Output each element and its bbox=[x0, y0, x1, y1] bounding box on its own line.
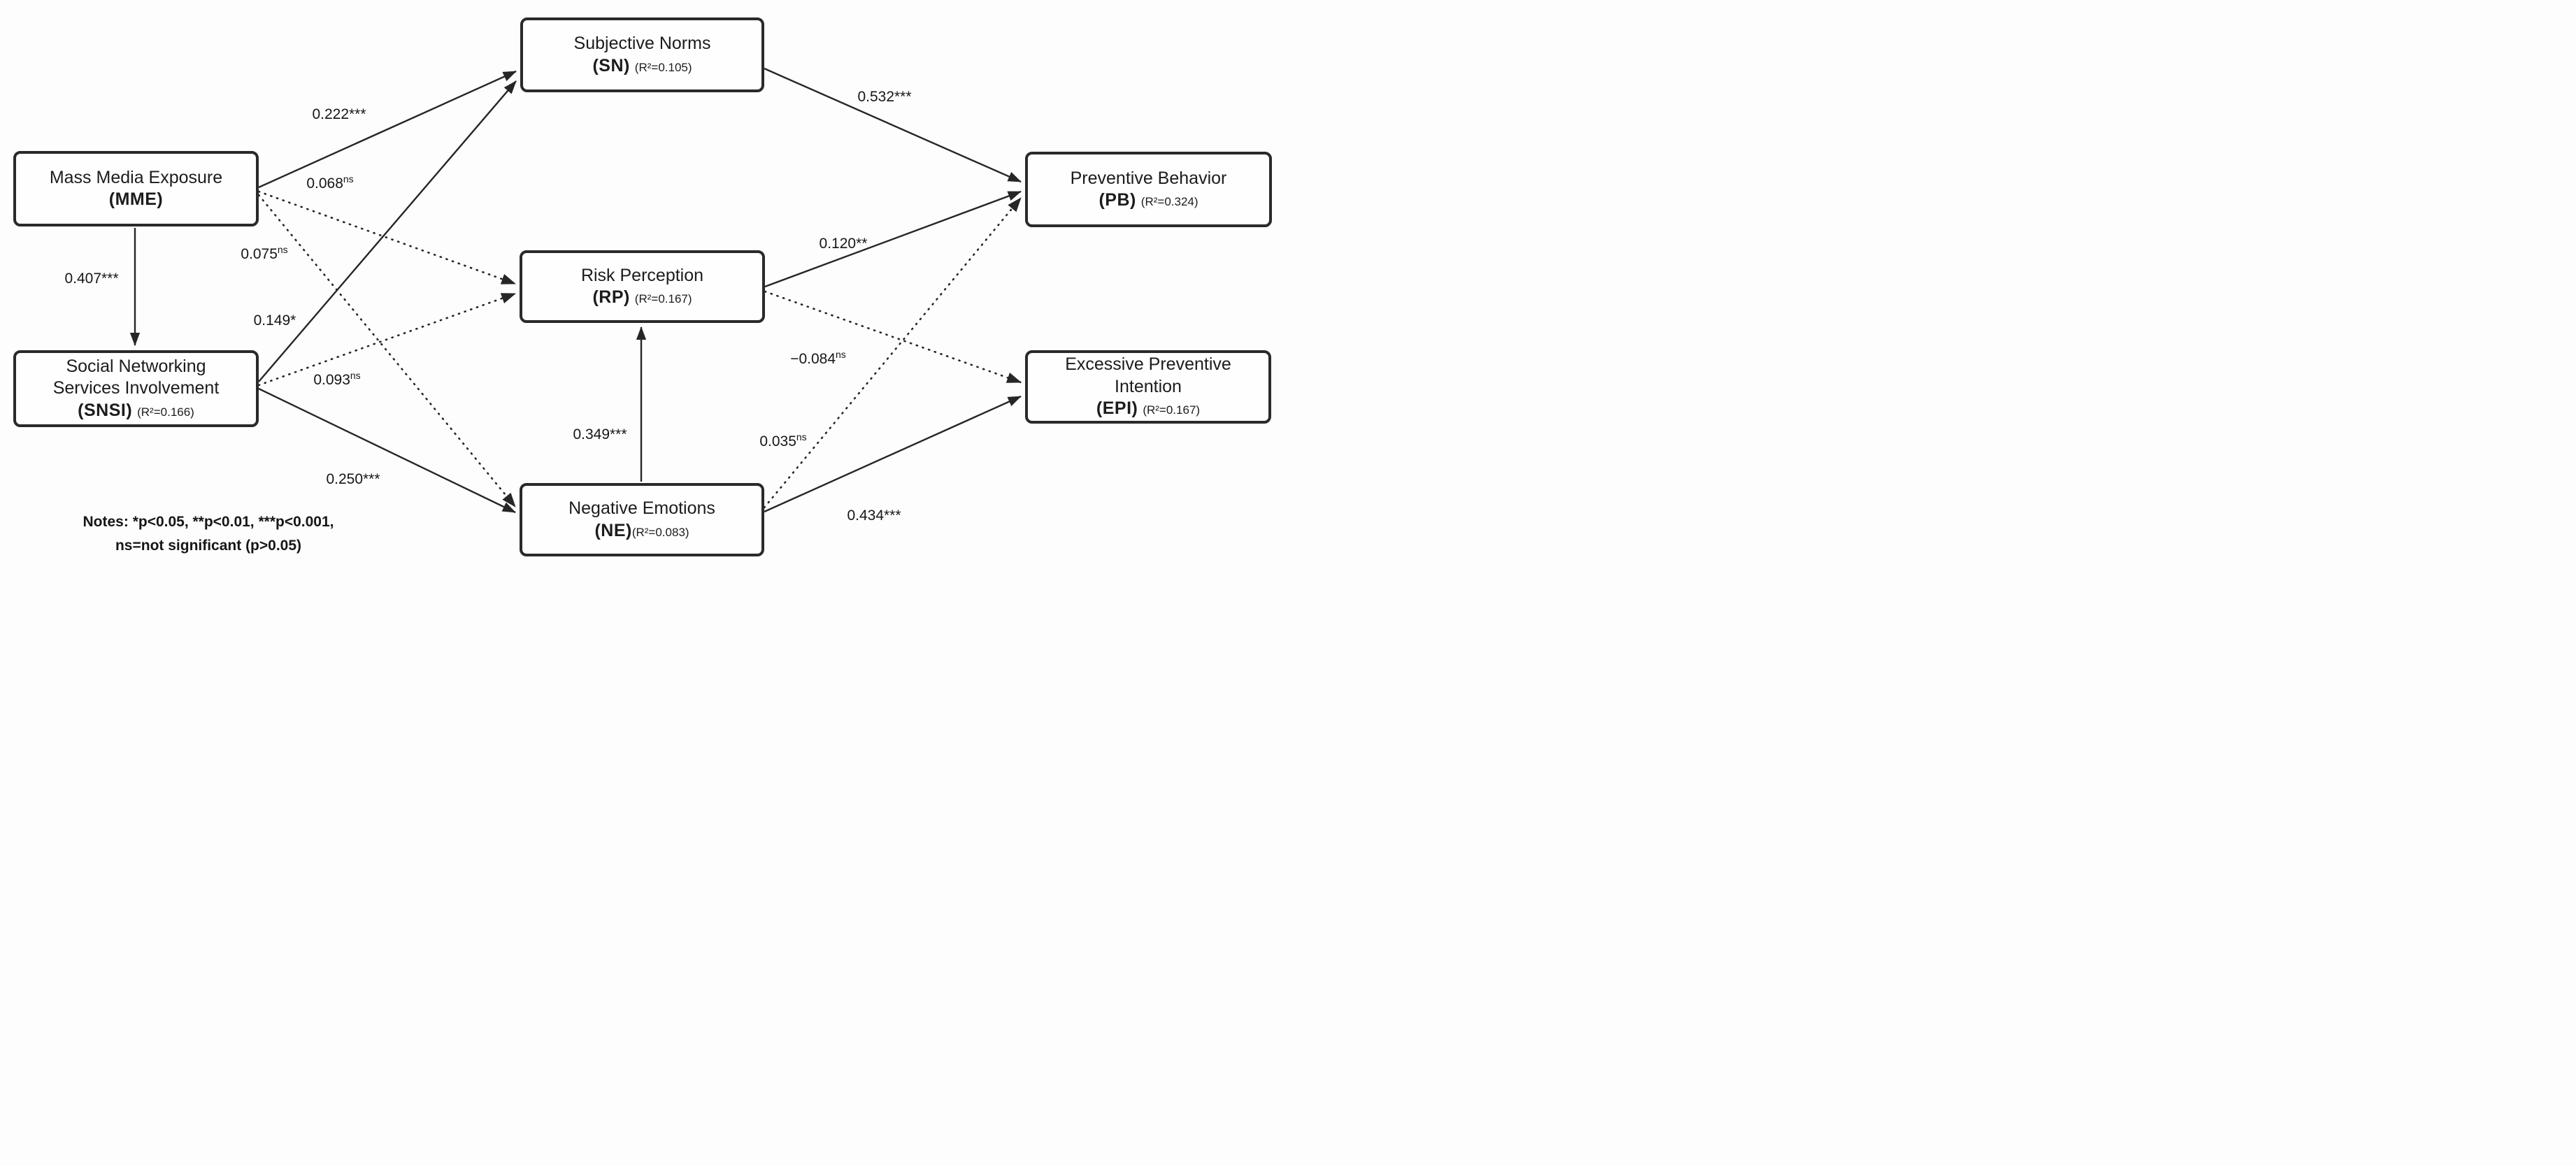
node-abbr: (EPI) bbox=[1096, 398, 1138, 419]
coef-rp-pb: 0.120** bbox=[819, 236, 868, 252]
coef-rp-epi: −0.084ns bbox=[790, 349, 846, 367]
notes-line-2: ns=not significant (p>0.05) bbox=[115, 537, 302, 554]
arrow-ne-to-epi bbox=[764, 395, 1022, 513]
coef-ne-pb: 0.035ns bbox=[759, 431, 807, 449]
coef-snsi-sn: 0.149* bbox=[253, 312, 296, 329]
arrow-rp-to-epi-dotted bbox=[764, 290, 1022, 384]
node-abbr-line: (NE)(R²=0.083) bbox=[594, 520, 689, 542]
node-title: Preventive Behavior bbox=[1070, 168, 1227, 188]
coef-ne-rp: 0.349*** bbox=[573, 426, 627, 442]
node-r2: (R²=0.167) bbox=[1143, 403, 1201, 417]
arrow-mme-to-rp-dotted bbox=[257, 190, 517, 285]
node-title: Excessive Preventive bbox=[1065, 354, 1231, 375]
node-abbr: (SN) bbox=[592, 55, 630, 75]
arrow-snsi-to-ne bbox=[258, 387, 516, 514]
node-abbr-line: (EPI) (R²=0.167) bbox=[1096, 398, 1200, 420]
node-mass-media-exposure: Mass Media Exposure (MME) bbox=[13, 151, 259, 226]
node-abbr-line: (MME) bbox=[109, 189, 163, 211]
node-title-2: Services Involvement bbox=[52, 378, 220, 398]
coef-mme-snsi: 0.407*** bbox=[64, 271, 119, 287]
arrow-snsi-to-rp-dotted bbox=[257, 292, 517, 387]
node-r2: (R²=0.105) bbox=[634, 60, 692, 74]
coef-mme-ne: 0.075ns bbox=[241, 244, 288, 262]
arrow-snsi-to-sn bbox=[258, 80, 517, 382]
node-r2: (R²=0.167) bbox=[634, 292, 692, 305]
node-risk-perception: Risk Perception (RP) (R²=0.167) bbox=[520, 250, 765, 323]
arrow-rp-to-pb bbox=[764, 190, 1022, 288]
node-abbr: (RP) bbox=[592, 287, 630, 307]
node-title: Social Networking bbox=[66, 356, 206, 376]
node-r2: (R²=0.324) bbox=[1140, 195, 1198, 208]
path-arrows-layer bbox=[129, 67, 1022, 514]
node-title: Negative Emotions bbox=[568, 498, 715, 518]
sem-path-diagram: Mass Media Exposure (MME) Social Network… bbox=[0, 0, 1288, 583]
arrow-mme-to-sn bbox=[258, 70, 517, 189]
notes-line-1: Notes: *p<0.05, **p<0.01, ***p<0.001, bbox=[83, 514, 334, 530]
node-social-networking-services-involvement: Social Networking Services Involvement (… bbox=[13, 350, 259, 427]
node-title: Subjective Norms bbox=[573, 34, 711, 53]
node-abbr-line: (PB) (R²=0.324) bbox=[1099, 189, 1198, 212]
arrow-mme-to-ne-dotted bbox=[257, 194, 517, 508]
coef-snsi-ne: 0.250*** bbox=[326, 471, 380, 487]
node-abbr-line: (SN) (R²=0.105) bbox=[592, 55, 692, 78]
coef-sn-pb: 0.532*** bbox=[857, 89, 912, 105]
node-abbr-line: (SNSI) (R²=0.166) bbox=[78, 400, 194, 422]
coef-mme-rp: 0.068ns bbox=[306, 173, 354, 192]
node-excessive-preventive-intention: Excessive Preventive Intention (EPI) (R²… bbox=[1025, 350, 1271, 424]
node-abbr: (PB) bbox=[1099, 190, 1136, 210]
node-preventive-behavior: Preventive Behavior (PB) (R²=0.324) bbox=[1025, 152, 1272, 227]
node-abbr: (SNSI) bbox=[78, 400, 133, 420]
node-title-2: Intention bbox=[1115, 376, 1182, 396]
coef-snsi-rp: 0.093ns bbox=[313, 370, 361, 388]
node-r2: (R²=0.166) bbox=[137, 405, 194, 419]
arrow-ne-to-pb-dotted bbox=[763, 196, 1022, 509]
node-abbr-line: (RP) (R²=0.167) bbox=[592, 287, 692, 309]
node-abbr: (NE) bbox=[594, 520, 632, 540]
coef-ne-epi: 0.434*** bbox=[847, 508, 901, 524]
coef-mme-sn: 0.222*** bbox=[312, 106, 366, 122]
node-r2: (R²=0.083) bbox=[631, 525, 689, 539]
significance-notes: Notes: *p<0.05, **p<0.01, ***p<0.001, ns… bbox=[41, 510, 376, 557]
node-subjective-norms: Subjective Norms (SN) (R²=0.105) bbox=[520, 17, 764, 92]
node-abbr: (MME) bbox=[108, 189, 164, 209]
node-title: Mass Media Exposure bbox=[49, 167, 223, 187]
arrow-sn-to-pb bbox=[764, 67, 1022, 183]
node-title: Risk Perception bbox=[580, 265, 704, 285]
node-negative-emotions: Negative Emotions (NE)(R²=0.083) bbox=[520, 483, 764, 556]
